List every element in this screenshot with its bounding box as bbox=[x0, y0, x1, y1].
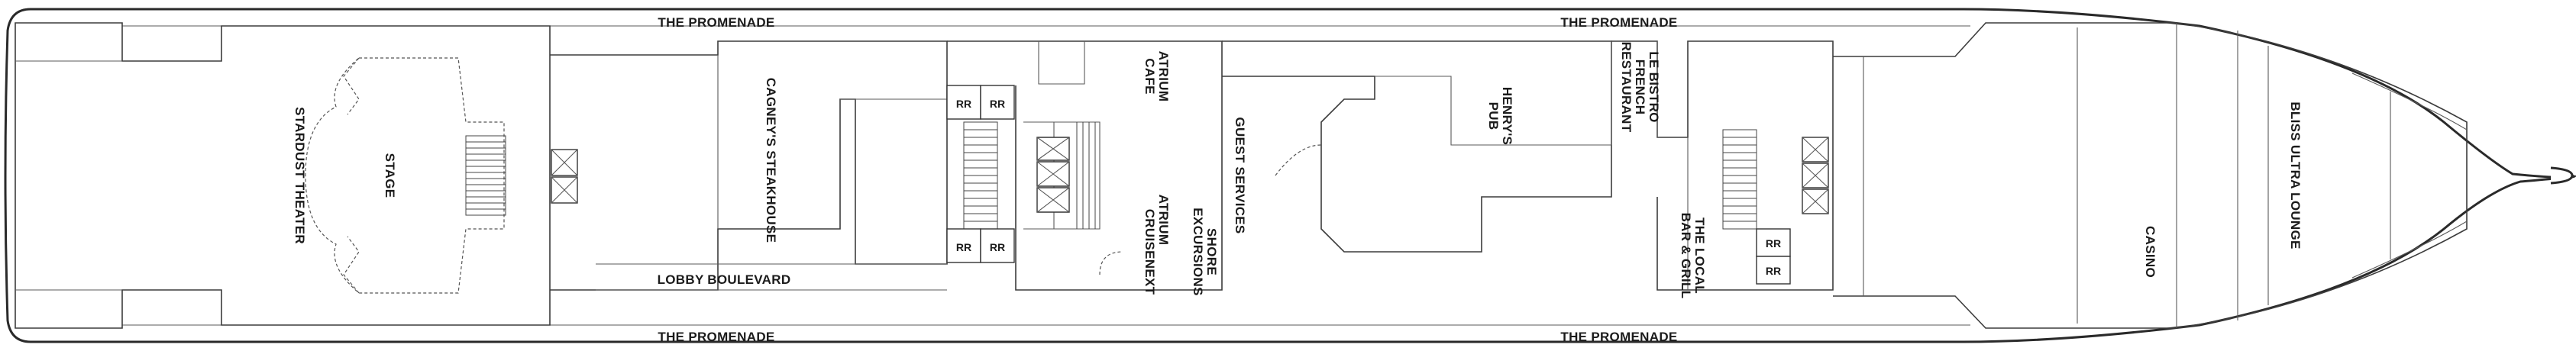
casino-outline bbox=[1833, 22, 2468, 329]
label-guest-services: GUEST SERVICES bbox=[1233, 117, 1247, 233]
stage-wing-top bbox=[343, 57, 360, 115]
guest-services-outline bbox=[1222, 40, 1612, 253]
label-lebistro-3: RESTAURANT bbox=[1619, 42, 1634, 133]
label-stardust-theater: STARDUST THEATER bbox=[293, 107, 307, 244]
label-rr-4: RR bbox=[990, 241, 1005, 253]
stairs-forward bbox=[1722, 129, 1757, 230]
label-local-1: THE LOCAL bbox=[1692, 217, 1707, 294]
atrium-quarter-circle bbox=[1099, 251, 1123, 275]
label-rr-3: RR bbox=[956, 241, 971, 253]
stairs-theater bbox=[465, 135, 506, 216]
bow-lines bbox=[2351, 72, 2468, 279]
ship-hull bbox=[4, 8, 2576, 343]
stairs-mid-aft-treads bbox=[964, 129, 997, 222]
elevators-aft bbox=[551, 149, 578, 204]
theater-inner-left bbox=[15, 60, 122, 291]
label-rr-2: RR bbox=[990, 98, 1005, 110]
bow-tip bbox=[2550, 166, 2574, 185]
label-promenade-bottom-fwd: THE PROMENADE bbox=[1560, 330, 1677, 344]
stairs-atrium bbox=[1076, 122, 1096, 229]
casino-inner bbox=[1863, 27, 2078, 324]
label-henrys-1: HENRY'S bbox=[1500, 87, 1514, 145]
cagneys-outline bbox=[550, 40, 948, 291]
henrys-inner bbox=[1375, 41, 1612, 146]
label-promenade-top-fwd: THE PROMENADE bbox=[1560, 15, 1677, 30]
label-bliss: BLISS ULTRA LOUNGE bbox=[2288, 101, 2303, 249]
restrooms-forward bbox=[1756, 228, 1791, 285]
atrium-outline bbox=[947, 40, 1223, 291]
stage-wing-bottom bbox=[343, 236, 360, 294]
label-atrium-cafe-1: ATRIUM bbox=[1156, 51, 1171, 102]
label-stage: STAGE bbox=[383, 153, 397, 198]
label-lobby-boulevard: LOBBY BOULEVARD bbox=[658, 272, 791, 287]
label-lebistro-2: FRENCH bbox=[1633, 60, 1647, 115]
label-lebistro-1: LE BISTRO bbox=[1647, 51, 1661, 122]
label-shore-1: SHORE bbox=[1204, 228, 1219, 275]
label-promenade-top-aft: THE PROMENADE bbox=[658, 15, 774, 30]
label-local-2: BAR & GRILL bbox=[1679, 213, 1693, 299]
label-rr-5: RR bbox=[1766, 237, 1781, 250]
label-cagneys: CAGNEY'S STEAKHOUSE bbox=[764, 78, 778, 243]
guest-services-counter bbox=[1275, 144, 1322, 176]
bistro-inner bbox=[1656, 41, 1689, 290]
label-atrium: ATRIUM bbox=[1156, 195, 1171, 246]
label-casino: CASINO bbox=[2143, 226, 2157, 278]
stage-outline bbox=[305, 57, 505, 294]
label-promenade-bottom-aft: THE PROMENADE bbox=[658, 330, 774, 344]
stairs-forward-treads bbox=[1723, 137, 1757, 222]
label-henrys-2: PUB bbox=[1486, 102, 1501, 130]
label-rr-6: RR bbox=[1766, 265, 1781, 277]
atrium-inner bbox=[1023, 41, 1101, 230]
casino-bliss-divider bbox=[2176, 23, 2391, 328]
lobby-line bbox=[596, 263, 947, 291]
elevators-forward bbox=[1802, 137, 1829, 214]
label-shore-2: EXCURSIONS bbox=[1191, 208, 1205, 295]
cagneys-inner bbox=[717, 55, 947, 229]
label-atrium-cafe-2: CAFE bbox=[1143, 58, 1157, 94]
restrooms-mid-aft bbox=[946, 85, 1015, 263]
label-rr-1: RR bbox=[956, 98, 971, 110]
elevators-atrium bbox=[1036, 137, 1070, 213]
label-cruisenext: CRUISENEXT bbox=[1143, 209, 1157, 295]
stairs-theater-treads bbox=[466, 141, 506, 210]
